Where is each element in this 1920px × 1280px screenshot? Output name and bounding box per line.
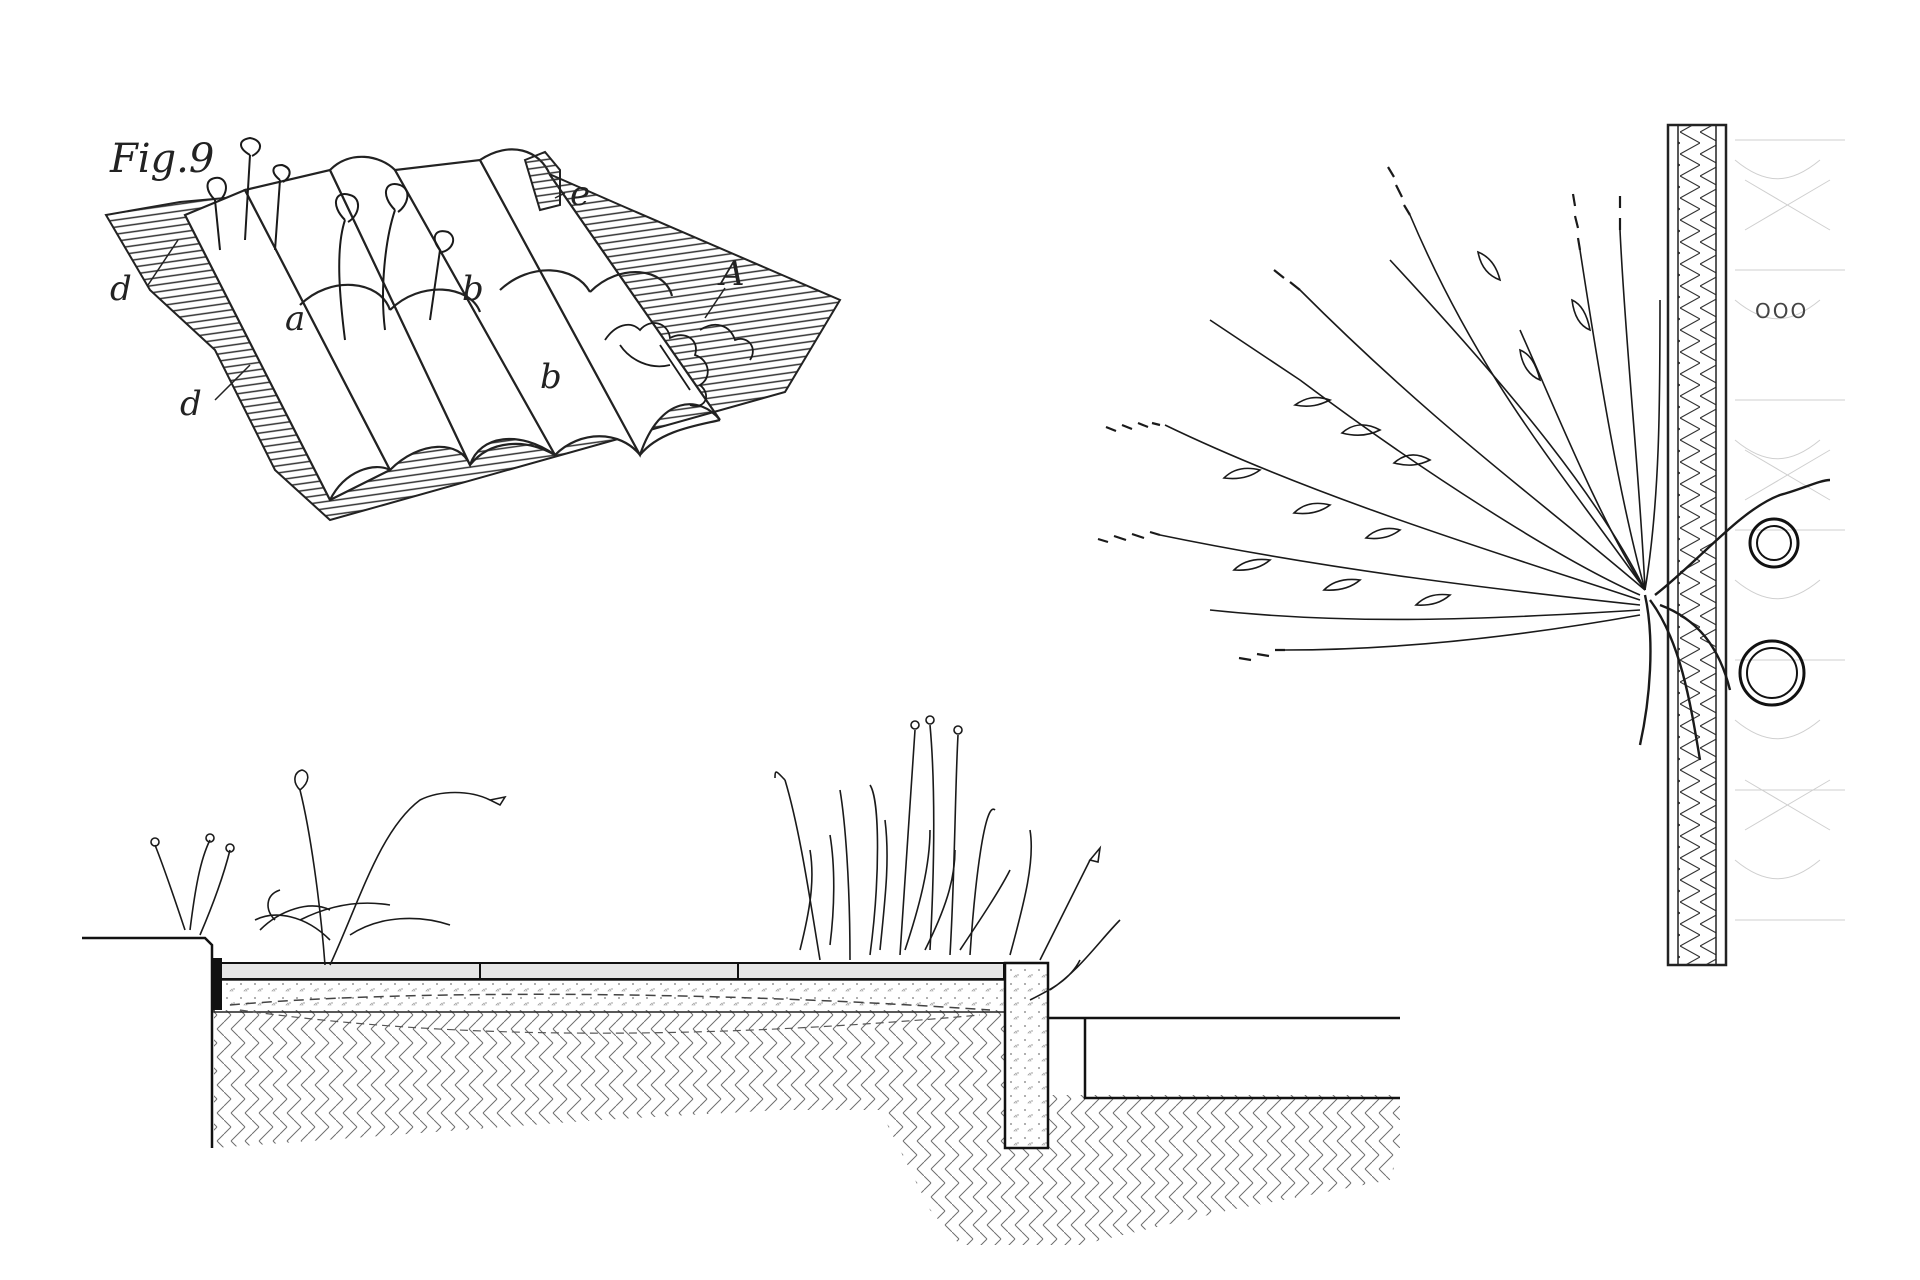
pipes (1738, 517, 1806, 707)
roof-ridge-block (523, 150, 561, 212)
label-e: e (570, 174, 590, 214)
label-a: a (285, 299, 305, 339)
paving-strip (213, 962, 1005, 980)
wall-faint-pattern (1734, 139, 1845, 921)
roof-tiles (183, 148, 721, 502)
substrate-mound (229, 993, 991, 1011)
substrate-layer (213, 979, 1006, 1013)
moss-right (774, 715, 1121, 1001)
wall-section-figure: OOO (1097, 123, 1845, 967)
lichen-cluster-right (604, 322, 754, 407)
label-d-lower: d (180, 384, 202, 424)
ground-section-figure (82, 715, 1400, 1245)
label-b-upper: b (462, 269, 484, 309)
label-A: A (717, 254, 745, 294)
moss-left (150, 769, 507, 966)
left-edge-post (212, 958, 222, 1010)
label-leaders (147, 192, 726, 401)
concrete-curb (1003, 961, 1050, 1150)
right-step-lines (1048, 1016, 1400, 1100)
sedge-plant (1097, 166, 1831, 761)
tile-roof-figure: Fig.9 d d a b b e A (104, 136, 842, 522)
wall-marker-text: OOO (1755, 299, 1808, 323)
label-d-upper: d (110, 269, 132, 309)
label-b-lower: b (540, 357, 562, 397)
figure-title: Fig.9 (109, 136, 214, 182)
earth-fill (214, 1010, 1400, 1245)
lichen-cluster-left (206, 136, 455, 341)
left-ledge-line (82, 936, 214, 1148)
